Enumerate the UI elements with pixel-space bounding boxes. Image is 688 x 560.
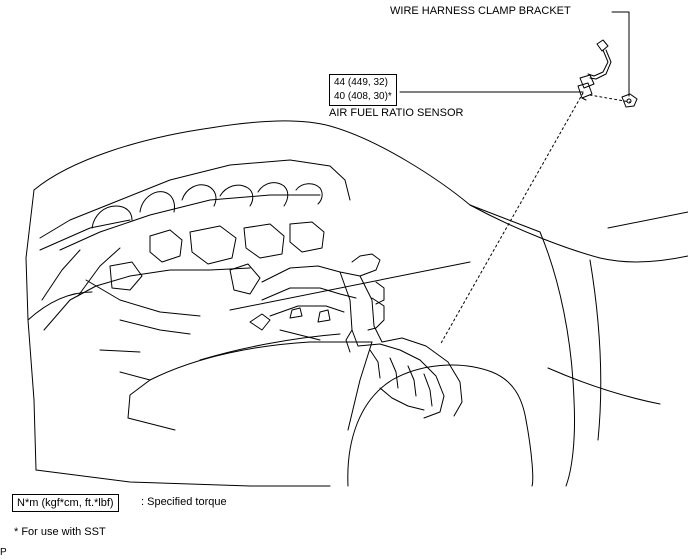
torque-spec-box: 44 (449, 32) 40 (408, 30)*	[329, 74, 397, 106]
front-fender	[347, 204, 688, 487]
engine-block	[39, 159, 351, 353]
wire-harness-clamp-bracket-detail	[621, 93, 638, 108]
wire-harness-clamp-bracket-label: WIRE HARNESS CLAMP BRACKET	[390, 5, 571, 17]
torque-spec-line-2: 40 (408, 30)*	[334, 91, 392, 102]
sensor-location-leader	[229, 261, 471, 311]
leader-lines	[399, 11, 631, 346]
torque-unit-legend-box: N*m (kgf*cm, ft.*lbf)	[12, 494, 119, 512]
specified-torque-description: : Specified torque	[141, 496, 227, 508]
exhaust-manifold	[249, 253, 463, 419]
air-fuel-ratio-sensor-detail	[577, 39, 612, 101]
torque-spec-line-1: 44 (449, 32)	[334, 77, 388, 88]
air-fuel-ratio-sensor-label: AIR FUEL RATIO SENSOR	[329, 107, 464, 119]
illustration-code: P	[0, 547, 7, 558]
sst-footnote: * For use with SST	[14, 526, 106, 538]
vehicle-body-outline	[25, 120, 688, 487]
